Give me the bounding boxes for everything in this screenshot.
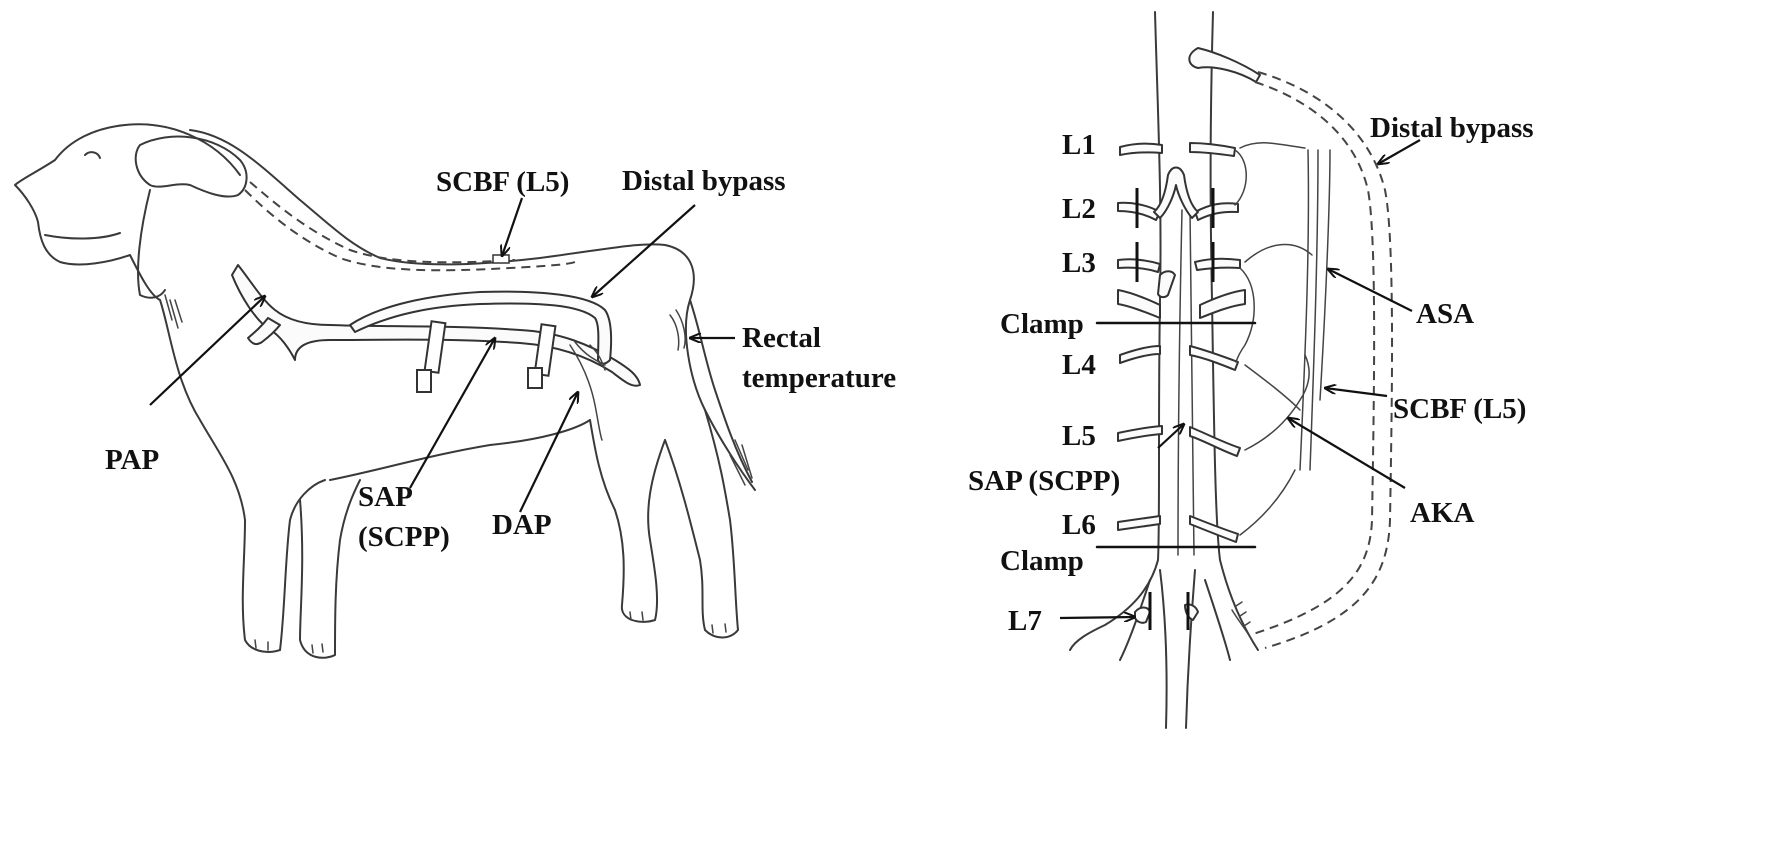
dog-paw-hint-1: [254, 639, 269, 651]
dog-belly: [329, 419, 591, 481]
arrow-scbf-left: [502, 197, 524, 256]
dog-front-leg-b: [299, 479, 361, 659]
distal-bypass-dashed-outer: [1257, 71, 1394, 649]
label-l1: L1: [1062, 129, 1096, 161]
arrow-scbf-right: [1325, 388, 1388, 398]
label-l5: L5: [1062, 420, 1096, 452]
upper-clamp: [416, 320, 447, 393]
lower-clamp: [527, 323, 557, 389]
dog-hind-leg-a: [589, 419, 666, 623]
asa-vessel: [1299, 149, 1331, 471]
arrow-dap: [519, 392, 578, 513]
l2-central-vessel: [1153, 166, 1199, 219]
aorta-top: [1188, 47, 1261, 83]
label-clamp-upper: Clamp: [1000, 308, 1084, 340]
iliac-branches: [569, 341, 606, 441]
dog-eye: [84, 151, 101, 159]
label-l7: L7: [1008, 605, 1042, 637]
label-l6: L6: [1062, 509, 1096, 541]
aka-vessel: [1239, 142, 1313, 536]
bypass-anastomosis: [1231, 601, 1253, 641]
l1-l2-connector: [1234, 149, 1247, 206]
dog-front-leg-a: [279, 479, 326, 651]
dog-fur-hint: [164, 294, 183, 329]
clamp-connector: [1235, 267, 1255, 363]
dog-paw-hint-3: [629, 611, 644, 621]
arrow-pap: [149, 296, 265, 406]
spine-illustration: [1069, 11, 1394, 729]
arrow-asa: [1328, 269, 1413, 312]
label-l3: L3: [1062, 247, 1096, 279]
spinal-canal-left: [1177, 209, 1183, 556]
dog-illustration: [14, 123, 756, 659]
dog-hind-leg-b: [664, 409, 739, 639]
label-asa: ASA: [1416, 298, 1474, 330]
label-sap-scpp-right: SAP (SCPP): [968, 465, 1120, 497]
spine-right-edge: [1209, 11, 1259, 651]
arrow-sap-right: [1157, 424, 1184, 449]
spinal-canal-right: [1189, 209, 1195, 556]
arrow-sap: [409, 338, 495, 489]
dog-rectal-probe: [669, 309, 686, 351]
arrow-distal-bypass-left: [592, 204, 696, 297]
label-pap: PAP: [105, 444, 159, 476]
arrow-l7: [1059, 617, 1135, 618]
label-temperature: temperature: [742, 362, 896, 394]
label-l2: L2: [1062, 193, 1096, 225]
dog-paw-hint-4: [711, 623, 727, 634]
label-scbf-right: SCBF (L5): [1393, 393, 1526, 425]
label-sap: SAP: [358, 481, 413, 513]
segmental-arteries: [1117, 142, 1246, 624]
spinal-cord-dashed: [244, 189, 576, 272]
cauda-branches: [1119, 569, 1231, 729]
dog-tail-fur: [729, 439, 753, 486]
dog-ear-flap: [137, 189, 166, 299]
label-dap: DAP: [492, 509, 552, 541]
scbf-probe: [492, 254, 510, 264]
label-scbf-left: SCBF (L5): [436, 166, 569, 198]
dog-ear: [134, 135, 248, 198]
label-rectal: Rectal: [742, 322, 821, 354]
label-clamp-lower: Clamp: [1000, 545, 1084, 577]
spine-left-edge: [1069, 11, 1162, 651]
dog-paw-hint-2: [311, 643, 324, 654]
dog-chest: [159, 299, 281, 653]
label-distal-bypass-right: Distal bypass: [1370, 112, 1534, 144]
dog-back-line: [189, 129, 756, 491]
spinal-cord-dashed-2: [249, 181, 516, 264]
aortic-branch-neck: [247, 317, 281, 346]
dog-mouth: [44, 232, 121, 240]
aortic-arch: [231, 264, 641, 387]
dog-head-outline: [14, 123, 241, 301]
label-aka: AKA: [1410, 497, 1475, 529]
arrow-aka: [1288, 418, 1406, 489]
label-l4: L4: [1062, 349, 1096, 381]
distal-bypass-dashed-inner: [1249, 81, 1376, 636]
arrow-distal-bypass-right: [1378, 139, 1421, 164]
dog-tail-underside: [689, 299, 753, 483]
label-scpp: (SCPP): [358, 521, 450, 553]
label-distal-bypass-left: Distal bypass: [622, 165, 786, 197]
